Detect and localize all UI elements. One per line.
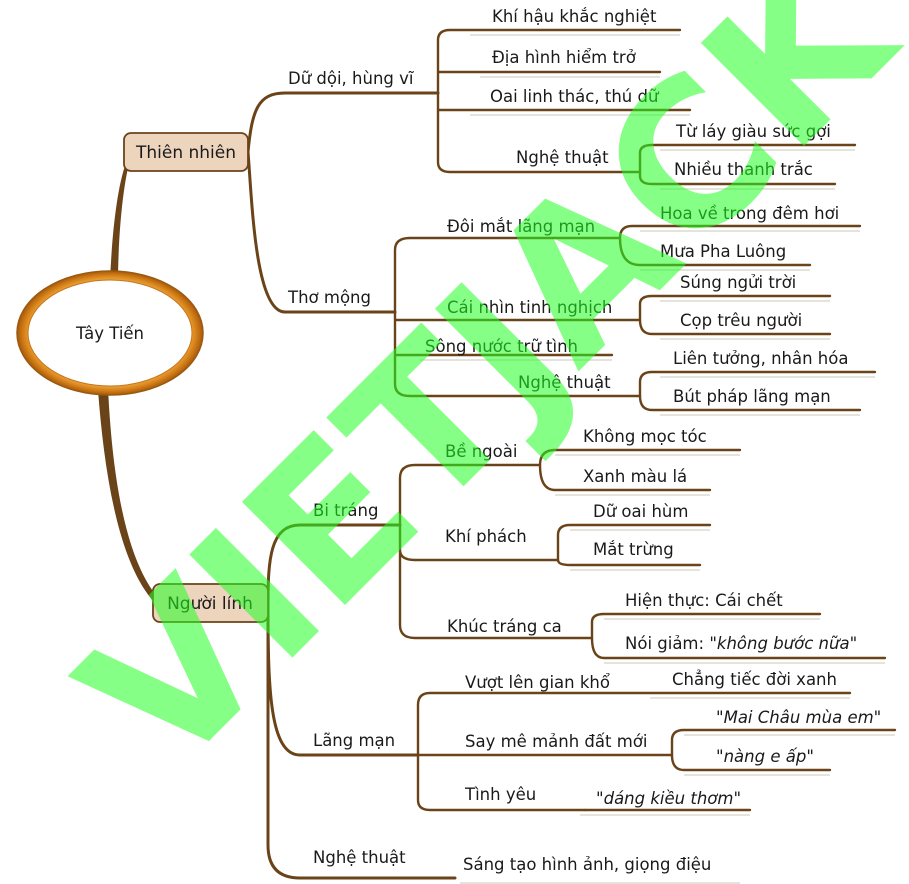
doi-mat-label: Đôi mắt lãng mạn — [447, 217, 595, 236]
khuc-trang-ca-item-2: Nói giảm: "không bước nữa" — [625, 634, 857, 653]
vuot-len-label: Vượt lên gian khổ — [465, 673, 610, 692]
connector-khi-phach — [556, 523, 712, 567]
cai-nhin-item-2: Cọp trêu người — [680, 311, 802, 330]
tho-mong-label: Thơ mộng — [287, 288, 371, 307]
root-node: Tây Tiến — [16, 270, 204, 396]
say-me-label: Say mê mảnh đất mới — [465, 732, 647, 751]
tho-mong-nghe-thuat-item-1: Liên tưởng, nhân hóa — [673, 349, 848, 368]
doi-mat-item-2: Mưa Pha Luông — [660, 242, 786, 261]
root-to-nguoi-linh-connector — [98, 388, 160, 604]
say-me-item-1: "Mai Châu mùa em" — [716, 708, 881, 727]
cai-nhin-label: Cái nhìn tinh nghịch — [447, 298, 612, 317]
tho-mong-nghe-thuat-item-2: Bút pháp lãng mạn — [673, 387, 831, 406]
cai-nhin-item-1: Súng ngửi trời — [680, 273, 796, 292]
connector-tho-mong-nghe-thuat — [638, 370, 877, 412]
khi-phach-item-2: Mắt trừng — [593, 540, 674, 559]
root-label: Tây Tiến — [75, 324, 144, 343]
connector-du-doi — [436, 28, 692, 174]
node-nguoi-linh: Người lính — [152, 583, 269, 623]
be-ngoai-item-2: Xanh màu lá — [583, 467, 687, 486]
song-nuoc-label: Sông nước trữ tình — [425, 337, 578, 356]
du-doi-nghe-thuat-item-1: Từ láy giàu sức gợi — [675, 122, 831, 141]
connector-du-doi-nghe-thuat — [638, 143, 857, 186]
doi-mat-item-1: Hoa về trong đêm hơi — [660, 204, 839, 223]
thien-nhien-label: Thiên nhiên — [135, 143, 236, 163]
connector-thien-nhien — [246, 91, 440, 314]
tinh-yeu-label: Tình yêu — [464, 785, 536, 804]
du-doi-item-2: Địa hình hiểm trở — [492, 48, 636, 67]
nguoi-linh-nghe-thuat-item-1: Sáng tạo hình ảnh, giọng điệu — [463, 855, 711, 874]
connector-say-me — [670, 728, 897, 772]
bi-trang-label: Bi tráng — [313, 501, 378, 520]
be-ngoai-label: Bề ngoài — [445, 442, 517, 461]
tinh-yeu-item-1: "dáng kiều thơm" — [596, 789, 741, 808]
say-me-item-2: "nàng e ấp" — [716, 747, 814, 766]
du-doi-item-1: Khí hậu khắc nghiệt — [492, 7, 657, 26]
du-doi-item-3: Oai linh thác, thú dữ — [490, 87, 660, 106]
connector-cai-nhin — [638, 294, 832, 336]
be-ngoai-item-1: Không mọc tóc — [583, 427, 707, 446]
vuot-len-item-1: Chẳng tiếc đời xanh — [672, 670, 837, 689]
khuc-trang-ca-label: Khúc tráng ca — [447, 617, 562, 636]
nguoi-linh-nghe-thuat-label: Nghệ thuật — [313, 848, 406, 867]
connector-lang-man — [416, 691, 852, 812]
lang-man-label: Lãng mạn — [313, 731, 395, 750]
root-to-thien-nhien-connector — [110, 158, 130, 285]
connector-khuc-trang-ca — [590, 612, 887, 660]
nguoi-linh-label: Người lính — [167, 594, 253, 614]
du-doi-label: Dữ dội, hùng vĩ — [288, 69, 414, 88]
du-doi-nghe-thuat-label: Nghệ thuật — [516, 148, 609, 167]
khuc-trang-ca-item-2-quote: "không bước nữa" — [709, 634, 857, 653]
khi-phach-label: Khí phách — [445, 527, 527, 546]
khuc-trang-ca-item-2-prefix: Nói giảm: — [625, 634, 709, 653]
khi-phach-item-1: Dữ oai hùm — [593, 502, 688, 521]
du-doi-nghe-thuat-item-2: Nhiều thanh trắc — [674, 160, 813, 179]
label-underlines — [420, 34, 895, 884]
connector-bi-trang — [398, 463, 594, 640]
khuc-trang-ca-item-1: Hiện thực: Cái chết — [625, 591, 783, 610]
node-thien-nhien: Thiên nhiên — [123, 132, 249, 172]
connector-be-ngoai — [538, 448, 742, 492]
tho-mong-nghe-thuat-label: Nghệ thuật — [518, 373, 611, 392]
connector-doi-mat — [618, 224, 862, 267]
connector-tho-mong — [393, 236, 642, 398]
